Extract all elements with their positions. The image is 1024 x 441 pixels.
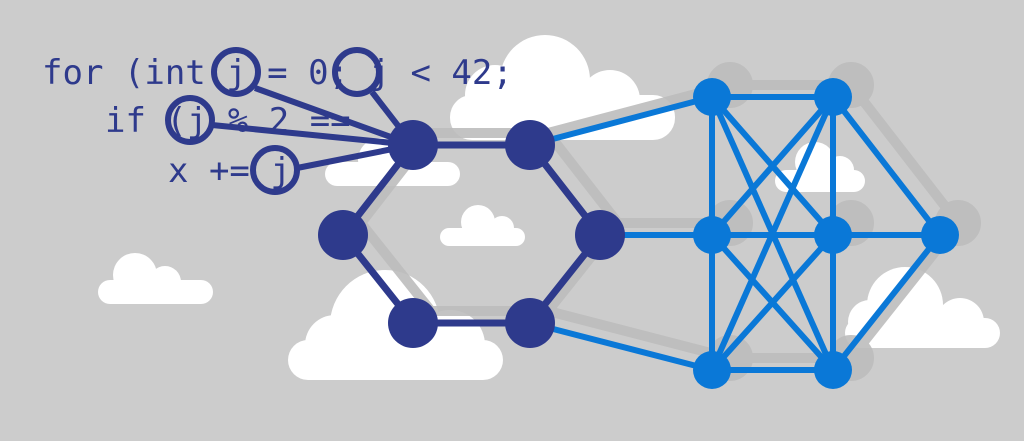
dark-hexagon-network [318, 120, 625, 348]
blue-node [693, 351, 731, 389]
blue-node [693, 78, 731, 116]
variable-highlights [165, 47, 416, 195]
cloud [440, 205, 525, 246]
cloud [288, 270, 503, 380]
blue-node [814, 351, 852, 389]
blue-node [921, 216, 959, 254]
blue-node [693, 216, 731, 254]
variable-circle [332, 47, 382, 97]
code-line-3: x += j [168, 151, 291, 191]
blue-node [814, 216, 852, 254]
code-line-1: for (int j = 0; j < 42; [42, 53, 513, 93]
dark-node [388, 298, 438, 348]
variable-circle [211, 47, 261, 97]
variable-circle [165, 95, 215, 145]
dark-node [505, 120, 555, 170]
blue-node [814, 78, 852, 116]
dark-node [575, 210, 625, 260]
blue-network-nodes [693, 78, 959, 389]
cloud [98, 253, 213, 304]
dark-node [318, 210, 368, 260]
dark-node [505, 298, 555, 348]
variable-circle [250, 145, 300, 195]
dark-node [388, 120, 438, 170]
